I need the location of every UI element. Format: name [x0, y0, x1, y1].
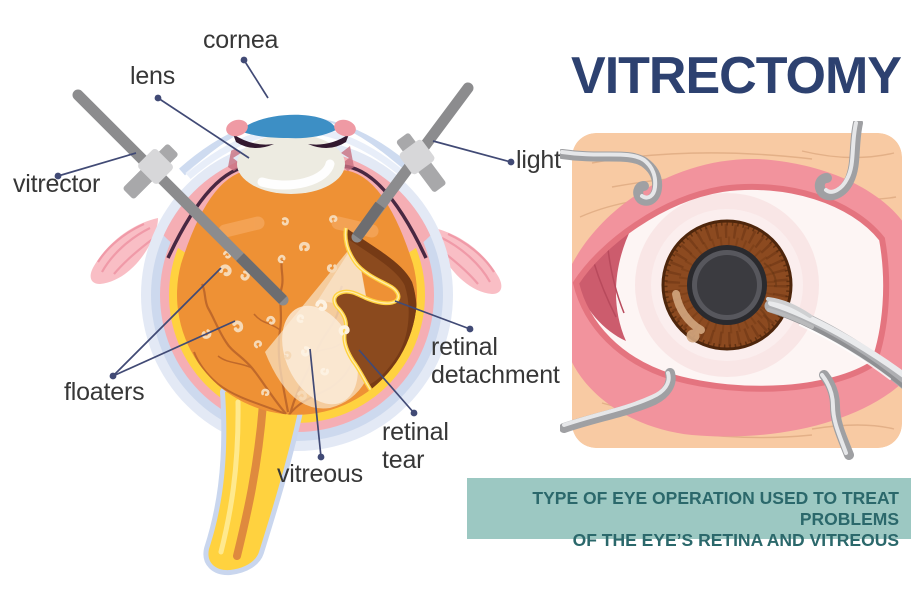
page-title: VITRECTOMY [571, 47, 902, 105]
speculum-hook-bottom-left [560, 368, 676, 433]
speculum-hook-top-left [560, 149, 663, 206]
label-light: light [516, 146, 561, 174]
label-retinal-detachment: retinal detachment [431, 333, 560, 389]
optic-nerve [203, 387, 306, 576]
speculum-hooks [560, 121, 863, 460]
speculum-hook-top-right [814, 121, 863, 201]
light-pipe-tool [351, 82, 474, 243]
leader-lines [54, 56, 515, 461]
label-cornea: cornea [203, 26, 279, 54]
lens-shape [237, 134, 345, 194]
speculum-hook-bottom-right [819, 370, 854, 460]
iris-tips [226, 119, 356, 137]
forceps-instrument [764, 297, 902, 394]
iris-pigment [233, 134, 349, 149]
caption-line-1: TYPE OF EYE OPERATION USED TO TREAT PROB… [532, 488, 899, 529]
cornea-shine [247, 89, 347, 113]
iris-highlight [672, 290, 705, 343]
label-vitrector: vitrector [13, 170, 101, 198]
caption-line-2: OF THE EYE’S RETINA AND VITREOUS [572, 530, 899, 550]
caption-banner: TYPE OF EYE OPERATION USED TO TREAT PROB… [467, 478, 911, 550]
pupil [687, 245, 767, 325]
label-lens: lens [130, 62, 176, 90]
surgery-illustration [560, 121, 902, 460]
label-vitreous: vitreous [277, 460, 363, 488]
iris-creases [759, 262, 778, 332]
eye-cross-section-illustration [54, 56, 515, 576]
anterior-chamber [240, 114, 336, 139]
vitrector-tool [72, 89, 289, 306]
caruncle [576, 227, 632, 341]
eye-muscles [90, 218, 502, 294]
label-floaters: floaters [64, 378, 145, 406]
label-retinal-tear: retinal tear [382, 418, 449, 474]
